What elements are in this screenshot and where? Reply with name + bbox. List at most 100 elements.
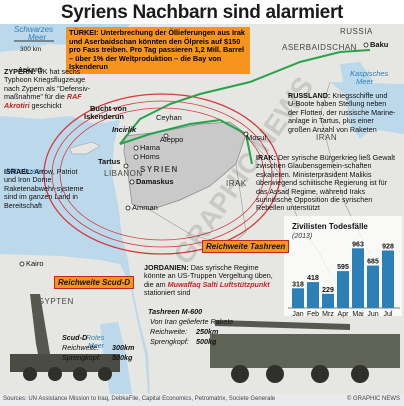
pipeline-iraq <box>119 118 253 165</box>
tashreen-range: 250km <box>195 327 219 336</box>
chart-category-label: Mai <box>352 311 364 318</box>
tashreen-wheel-4 <box>351 365 369 383</box>
jordanien-highlight: Muwaffaq Salti Luftstützpunkt <box>167 279 270 289</box>
chart-category-label: Apr <box>338 311 350 318</box>
scud-payload: 500kg <box>112 353 133 362</box>
sea-label-schwarzes-meer-line2: Meer <box>28 33 47 42</box>
zypern-text: UK hat sechs Typhoon Kriegsflugzeuge nac… <box>4 67 91 102</box>
city-label-homs: Homs <box>140 152 160 161</box>
city-label-bucht-line1: Bucht von <box>90 104 127 113</box>
sea-label-mittelmeer: Mittelmeer <box>6 167 44 176</box>
city-dot-kairo <box>19 261 25 267</box>
zypern-heading: ZYPERN: <box>4 67 36 76</box>
chart-bar-apr <box>337 271 349 308</box>
pipeline-azerbaijan <box>119 49 371 145</box>
chart-value-label: 685 <box>367 259 379 266</box>
reichweite-tashreen-tag: Reichweite Tashreen <box>202 240 290 253</box>
range-ring-mid <box>51 100 273 248</box>
scud-payload-label: Sprengkopf: <box>62 353 101 362</box>
country-label-syrien: SYRIEN <box>140 165 179 174</box>
city-label-bucht-line2: Iskenderun <box>84 112 124 121</box>
scud-range: 300km <box>112 343 135 352</box>
scud-wheel-2 <box>48 367 62 381</box>
cyprus-land <box>69 141 101 155</box>
country-label-iran: IRAN <box>316 133 337 142</box>
footer: Sources: UN Assistance Mission to Iraq, … <box>0 394 404 406</box>
tashreen-desc: Von Iran gelieferte Rakete <box>150 317 233 326</box>
city-dot-tartus <box>123 163 129 169</box>
chart-category-label: Jun <box>367 311 378 318</box>
country-label-aegypten: ÄGYPTEN <box>32 297 74 306</box>
footer-copyright: © GRAPHIC NEWS <box>346 396 400 402</box>
chart-category-label: Jul <box>384 311 393 318</box>
chart-bar-mrz <box>322 293 334 308</box>
scud-wheel-3 <box>73 367 87 381</box>
city-label-amman: Amman <box>132 203 158 212</box>
chart-bar-jul <box>382 250 394 308</box>
zypern-highlight: RAF Akrotiri <box>4 92 82 110</box>
sea-label-rotes-meer-line1: Rotes <box>86 335 105 342</box>
chart-value-label: 928 <box>382 243 394 250</box>
city-dot-aleppo <box>163 133 169 139</box>
zypern-box: ZYPERN: UK hat sechs Typhoon Kriegsflugz… <box>4 67 100 110</box>
chart-value-label: 595 <box>337 264 349 271</box>
city-label-baku: Baku <box>370 40 389 49</box>
irak-heading: IRAK: <box>256 153 276 162</box>
city-label-ceyhan: Ceyhan <box>156 113 182 122</box>
city-dot-amman <box>125 205 131 211</box>
range-ring-outer <box>43 93 281 255</box>
chart-value-label: 963 <box>352 241 364 248</box>
page-title: Syriens Nachbarn sind alarmiert <box>0 0 404 26</box>
city-label-damaskus: Damaskus <box>136 177 174 186</box>
russland-box: RUSSLAND: Kriegsschiffe und U-Boote habe… <box>288 91 396 134</box>
footer-sources: Sources: UN Assistance Mission to Iraq, … <box>3 396 276 402</box>
israel-box: ISRAEL: Arrow, Patriot und Iron Dome Rak… <box>4 167 86 210</box>
missile-scud-group <box>10 294 120 381</box>
chart-title: Zivilisten Todesfälle <box>292 222 368 231</box>
city-dot-homs <box>133 154 139 160</box>
chart-category-label: Mrz <box>322 311 334 318</box>
sea-label-schwarzes-meer-line1: Schwarzes <box>14 25 53 34</box>
tashreen-name: Tashreen M-600 <box>148 307 202 316</box>
country-label-russia: RUSSIA <box>340 27 373 36</box>
sea-label-kaspisches-meer-line2: Meer <box>356 77 374 86</box>
city-label-tartus: Tartus <box>98 157 120 166</box>
chart-value-label: 229 <box>322 287 334 294</box>
city-dot-baku <box>363 42 369 48</box>
tashreen-wheel-1 <box>231 365 249 383</box>
irak-box: IRAK: Der syrische Bürgerkrieg ließ Gewa… <box>256 153 400 213</box>
syria-land <box>123 121 247 211</box>
city-dot-ankara <box>37 67 43 73</box>
reichweite-scud-tag: Reichweite Scud-D <box>54 276 135 289</box>
jordanien-heading: JORDANIEN: <box>144 263 189 272</box>
sea-label-rotes-meer-line2: Meer <box>88 343 105 350</box>
tashreen-payload: 500kg <box>196 337 217 346</box>
city-dot-damaskus <box>129 179 135 185</box>
chart-category-label: Feb <box>307 311 319 318</box>
chart-bar-mai <box>352 248 364 308</box>
scud-missile-icon <box>30 294 50 364</box>
chart-value-label: 418 <box>307 275 319 282</box>
turkei-box: TÜRKEI: Unterbrechung der Öllieferungen … <box>66 27 250 74</box>
city-label-kairo: Kairo <box>26 259 44 268</box>
tashreen-truck-icon <box>210 334 400 368</box>
country-label-aserbaidschan: ASERBAIDSCHAN <box>282 43 357 52</box>
scud-name: Scud-D <box>62 333 87 342</box>
tashreen-wheel-3 <box>311 365 329 383</box>
city-label-aleppo: Aleppo <box>160 135 183 144</box>
scud-wheel-4 <box>98 367 112 381</box>
caspian-sea <box>340 62 378 139</box>
city-label-mosul: Mosul <box>246 133 266 142</box>
russland-text: Kriegsschiffe und U-Boote haben Stellung… <box>288 91 396 134</box>
country-label-irak: IRAK <box>226 179 247 188</box>
jordanien-end: stationiert sind <box>144 288 191 298</box>
chart-bar-feb <box>307 282 319 308</box>
deaths-chart: Zivilisten Todesfälle (2013) 318Jan418Fe… <box>284 216 402 318</box>
sea-label-kaspisches-meer-line1: Kaspisches <box>350 69 389 78</box>
tashreen-missile-icon <box>215 320 350 330</box>
country-label-libanon: LIBANON <box>104 169 143 178</box>
